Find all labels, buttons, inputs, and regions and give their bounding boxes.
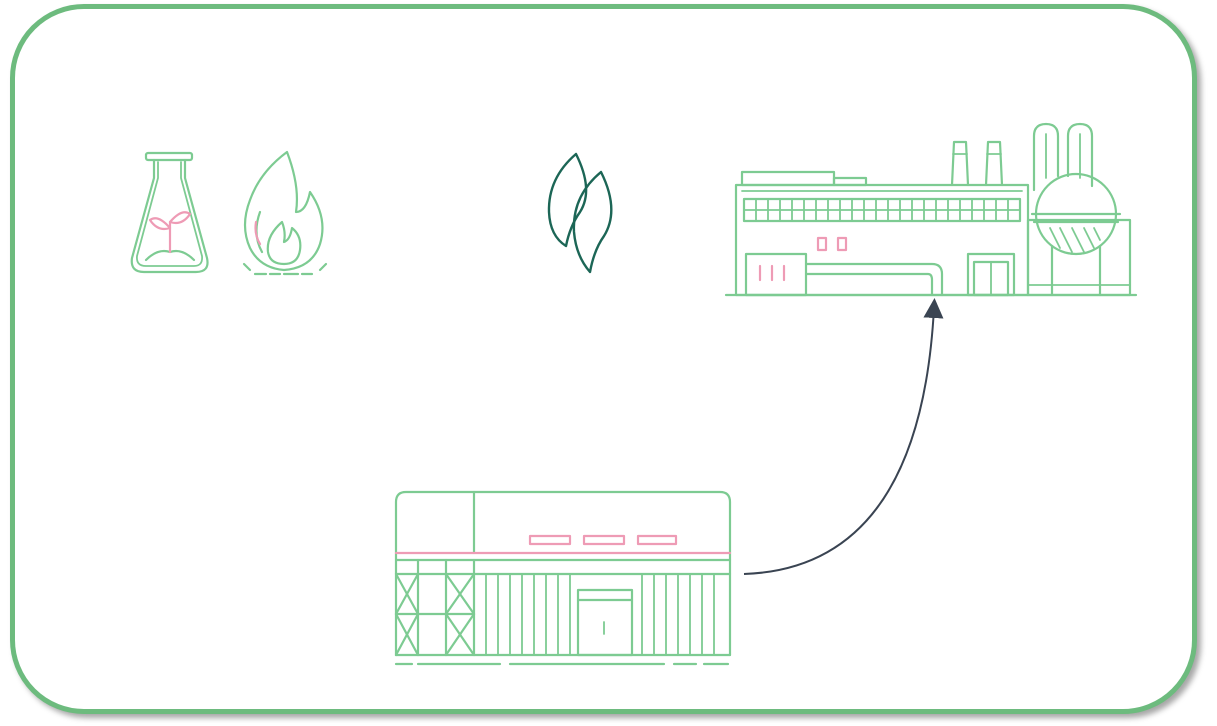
flame-icon xyxy=(244,152,326,274)
leaf-wave-icon xyxy=(549,154,611,272)
flask-with-seedling-icon xyxy=(132,153,208,272)
connector-arrow xyxy=(744,308,934,574)
factory-icon xyxy=(726,124,1136,295)
warehouse-icon xyxy=(396,492,730,664)
